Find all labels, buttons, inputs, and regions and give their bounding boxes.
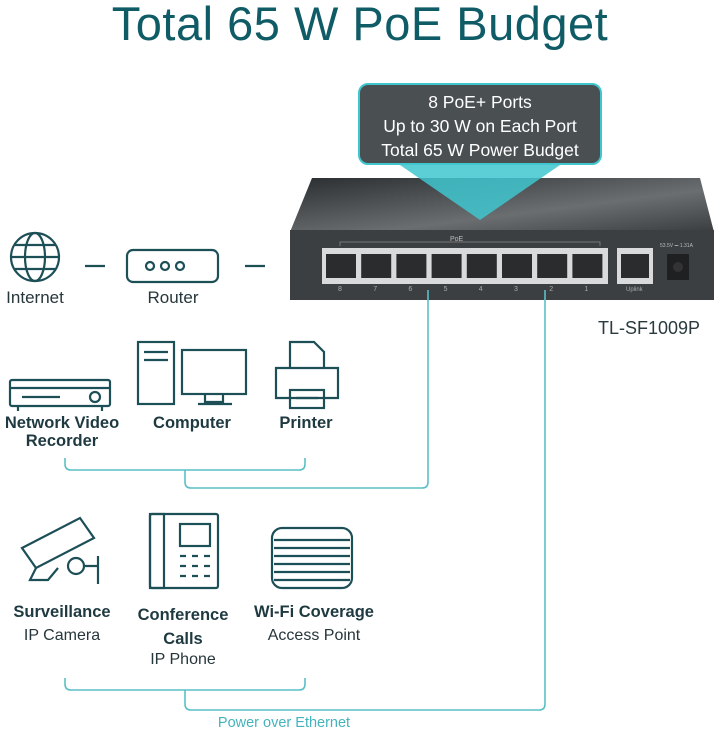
device-label-camera: Surveillance [13,603,111,621]
poe-port [466,254,497,278]
device-label-printer: Printer [279,414,333,432]
page-title: Total 65 W PoE Budget [111,0,609,50]
router-label: Router [147,288,199,307]
poe-port [326,254,356,278]
access-point-icon [270,526,354,590]
uplink-port [621,254,649,278]
port-number: 4 [478,286,483,293]
device-sub-ap: Access Point [267,627,361,644]
device-label-ap: Wi-Fi Coverage [254,603,374,621]
power-rating: 53.5V ⎓ 1.31A [660,243,693,249]
callout-line: Total 65 W Power Budget [381,140,579,160]
nvr-icon [8,378,112,411]
device-label-computer: Computer [153,414,231,432]
port-number: 8 [338,286,342,293]
camera-icon [20,516,100,584]
poe-port [361,254,392,278]
poe-port [537,254,568,278]
internet-label: Internet [6,288,64,307]
computer-icon [136,340,248,406]
uplink-label: Uplink [626,287,643,293]
port-number: 5 [443,286,448,293]
port-number: 3 [514,286,518,293]
port-number: 1 [584,286,589,293]
callout-beam [400,165,560,220]
poe-caption: Power over Ethernet [217,715,351,731]
model-name: TL-SF1009P [598,318,701,338]
poe-port [502,254,532,278]
poe-port [572,254,603,278]
printer-icon [274,340,340,410]
port-number: 2 [549,286,554,293]
poe-ports [326,254,603,278]
device-label-nvr: Network Video Recorder [4,414,120,450]
device-sub-phone: IP Phone [150,651,216,668]
poe-port [396,254,427,278]
callout-line: Up to 30 W on Each Port [383,116,577,136]
callout-line: 8 PoE+ Ports [428,92,532,112]
phone-icon [148,512,220,590]
poe-label: PoE [450,236,464,243]
port-number: 6 [408,286,413,293]
device-label-phone: Conference Calls [137,606,229,648]
device-sub-camera: IP Camera [23,627,101,644]
poe-port [431,254,462,278]
feature-callout: 8 PoE+ Ports Up to 30 W on Each Port Tot… [358,83,602,165]
connection-lines [64,290,546,711]
globe-icon [9,231,61,283]
switch-device [290,165,714,300]
router-icon [125,248,220,284]
port-number: 7 [373,286,378,293]
